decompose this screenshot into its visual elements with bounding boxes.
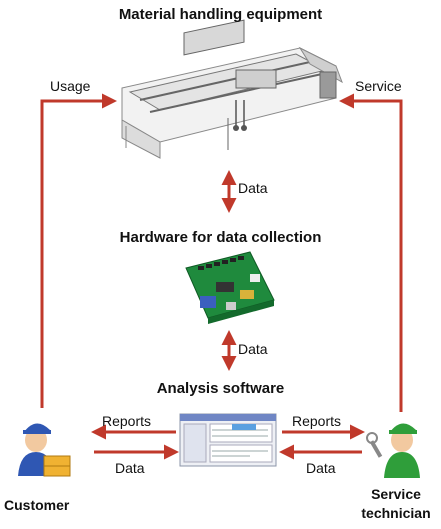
software-title: Analysis software <box>156 380 285 397</box>
equipment-image <box>121 19 343 159</box>
hardware-title: Hardware for data collection <box>119 229 322 246</box>
software-screenshot-image <box>179 413 277 467</box>
usage-label: Usage <box>50 78 91 94</box>
reports-label-left: Reports <box>102 413 152 429</box>
customer-label: Customer <box>4 497 70 513</box>
data-label-right: Data <box>306 460 336 476</box>
data-label-top: Data <box>238 180 268 196</box>
service-technician-avatar <box>366 423 420 478</box>
data-label-middle: Data <box>238 341 268 357</box>
service-label: Service <box>355 78 402 94</box>
service-technician-label-line2: technician <box>361 505 431 521</box>
equipment-title: Material handling equipment <box>118 6 323 23</box>
service-arrow <box>339 93 403 412</box>
hardware-board-image <box>185 251 275 324</box>
usage-arrow <box>40 93 117 408</box>
service-technician-label-line1: Service <box>371 486 421 502</box>
reports-label-right: Reports <box>292 413 342 429</box>
customer-avatar <box>18 423 71 477</box>
data-label-left: Data <box>115 460 145 476</box>
